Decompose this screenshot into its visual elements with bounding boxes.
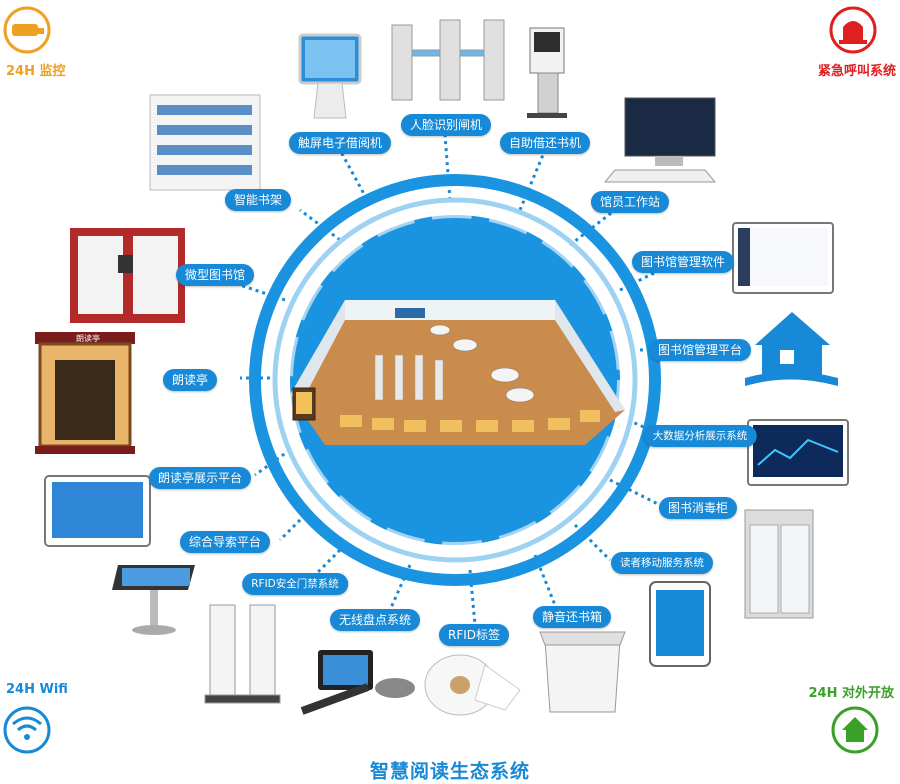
corner-label-emergency: 紧急呼叫系统	[817, 64, 896, 79]
label-touch-reader: 触屏电子借阅机	[288, 132, 392, 154]
middle-ring	[272, 197, 638, 563]
label-librarian-station: 馆员工作站	[590, 191, 670, 213]
label-booth-platform: 朗读亭展示平台	[148, 467, 252, 489]
label-smart-shelf: 智能书架	[224, 189, 292, 211]
label-bigdata-system: 大数据分析展示系统	[643, 425, 757, 447]
micro-library-device	[70, 228, 185, 323]
label-self-service: 自助借还书机	[499, 132, 591, 154]
home-icon	[831, 706, 879, 754]
alarm-icon	[829, 6, 877, 54]
mobile-service-tablet-device	[649, 581, 711, 667]
guide-kiosk-device	[112, 565, 195, 635]
smart-shelf-device	[149, 94, 261, 191]
label-library-platform: 图书馆管理平台	[648, 339, 752, 361]
camera-icon	[3, 6, 51, 54]
reading-booth-device: 朗读亭	[35, 332, 135, 454]
booth-platform-tablet-device	[44, 475, 151, 547]
label-micro-library: 微型图书馆	[175, 264, 255, 286]
library-software-device	[732, 222, 834, 294]
wifi-icon	[3, 706, 51, 754]
library-platform-house-icon	[745, 312, 838, 386]
label-mobile-service: 读者移动服务系统	[611, 552, 713, 574]
label-face-gate: 人脸识别闸机	[400, 114, 492, 136]
label-library-software: 图书馆管理软件	[631, 251, 735, 273]
self-service-device	[527, 27, 567, 118]
outer-ring	[249, 174, 661, 586]
librarian-station-device	[603, 97, 717, 183]
label-reading-booth: 朗读亭	[162, 369, 218, 391]
face-gate-device	[391, 19, 505, 101]
rfid-gate-device	[204, 604, 281, 704]
return-box-device	[539, 631, 626, 713]
touch-reader-device	[298, 33, 362, 119]
inventory-device	[300, 650, 415, 715]
rfid-tag-device	[424, 654, 521, 716]
page-title: 智慧阅读生态系统	[369, 760, 531, 783]
label-inventory: 无线盘点系统	[329, 609, 421, 631]
corner-label-wifi: 24H Wifi	[6, 682, 68, 697]
label-rfid-gate: RFID安全门禁系统	[242, 573, 348, 595]
booth-sign: 朗读亭	[76, 333, 100, 343]
bigdata-monitor-device	[747, 419, 849, 486]
library-floor-illustration	[290, 300, 625, 445]
corner-label-monitor: 24H 监控	[6, 64, 66, 79]
label-rfid-tag: RFID标签	[438, 624, 510, 646]
label-return-box: 静音还书箱	[532, 606, 612, 628]
label-guide-platform: 综合导索平台	[179, 531, 271, 553]
disinfect-cabinet-device	[744, 509, 814, 619]
corner-label-open: 24H 对外开放	[808, 686, 895, 701]
label-disinfect-cabinet: 图书消毒柜	[658, 497, 738, 519]
